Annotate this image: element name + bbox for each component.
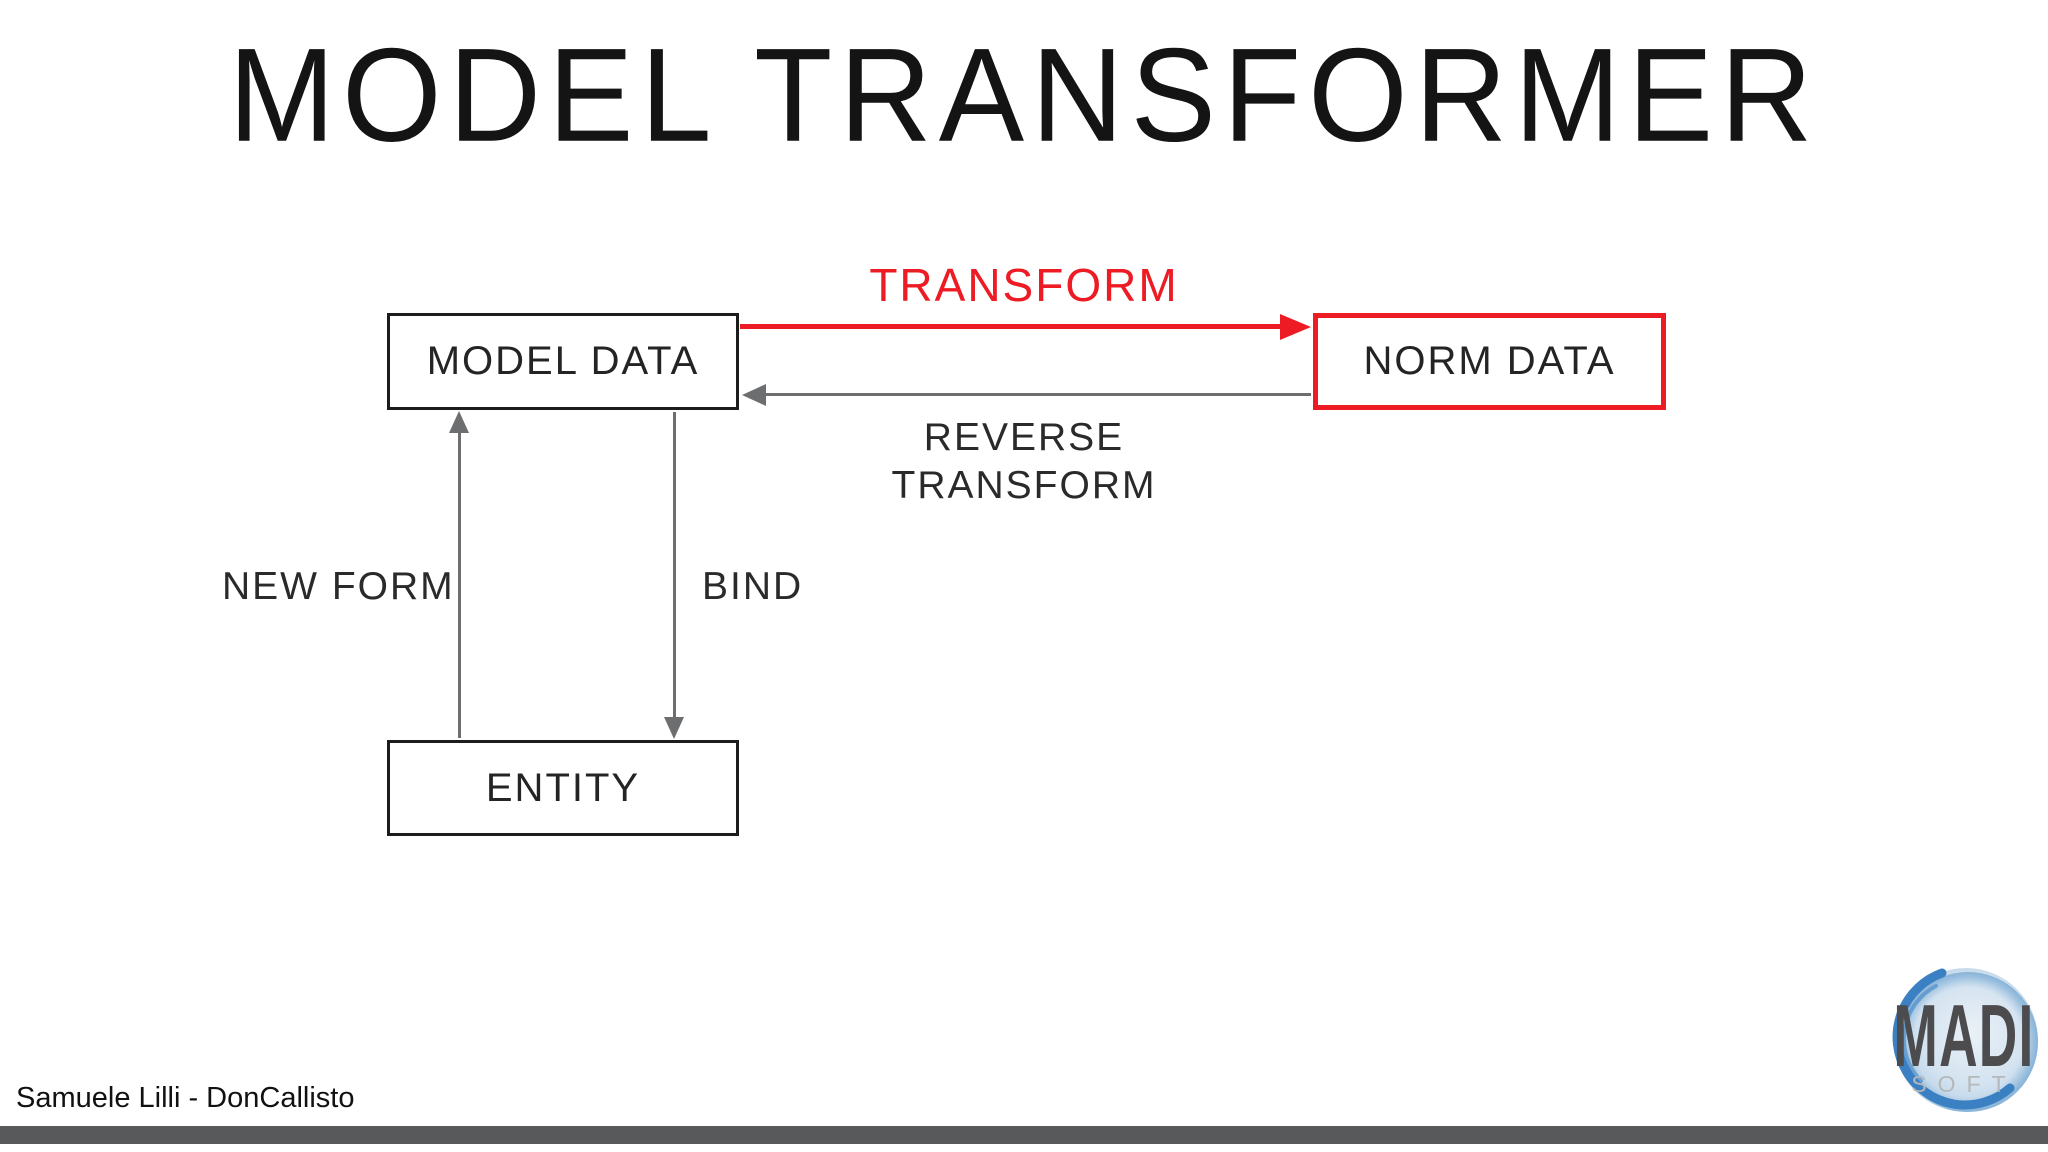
model-data-box: MODEL DATA — [387, 313, 739, 410]
reverse-transform-arrow-line — [753, 393, 1311, 396]
slide-title: MODEL TRANSFORMER — [228, 21, 1820, 170]
bind-label: BIND — [702, 565, 804, 608]
reverse-transform-label-line2: TRANSFORM — [891, 464, 1157, 507]
reverse-transform-arrowhead-icon — [742, 384, 766, 406]
reverse-transform-label-line1: REVERSE — [923, 416, 1125, 459]
bottom-bar — [0, 1126, 2048, 1144]
new-form-label: NEW FORM — [222, 565, 455, 608]
madisoft-logo-icon: MADI SOFT — [1892, 968, 2038, 1112]
logo-text-primary: MADI — [1893, 987, 2034, 1085]
entity-label: ENTITY — [485, 765, 641, 810]
author-credit: Samuele Lilli - DonCallisto — [16, 1082, 355, 1114]
new-form-arrowhead-icon — [449, 411, 469, 433]
transform-label: TRANSFORM — [869, 259, 1179, 311]
model-data-label: MODEL DATA — [426, 339, 700, 383]
transform-arrowhead-icon — [1280, 314, 1311, 340]
new-form-arrow-line — [458, 430, 461, 738]
entity-box: ENTITY — [387, 740, 739, 836]
logo-text-secondary: SOFT — [1911, 1071, 2016, 1097]
norm-data-box: NORM DATA — [1313, 313, 1666, 410]
norm-data-label: NORM DATA — [1363, 339, 1616, 383]
logo-brush-arc — [1892, 968, 2015, 1110]
transform-arrow-line — [740, 324, 1286, 329]
bind-arrowhead-icon — [664, 717, 684, 739]
logo-watercolor-edge — [1898, 972, 2038, 1112]
bind-arrow-line — [673, 412, 676, 718]
madisoft-logo: MADI SOFT — [1876, 956, 2048, 1128]
logo-brush-arc-inner — [1902, 984, 1938, 1083]
reverse-transform-label: REVERSE TRANSFORM — [824, 414, 1224, 510]
